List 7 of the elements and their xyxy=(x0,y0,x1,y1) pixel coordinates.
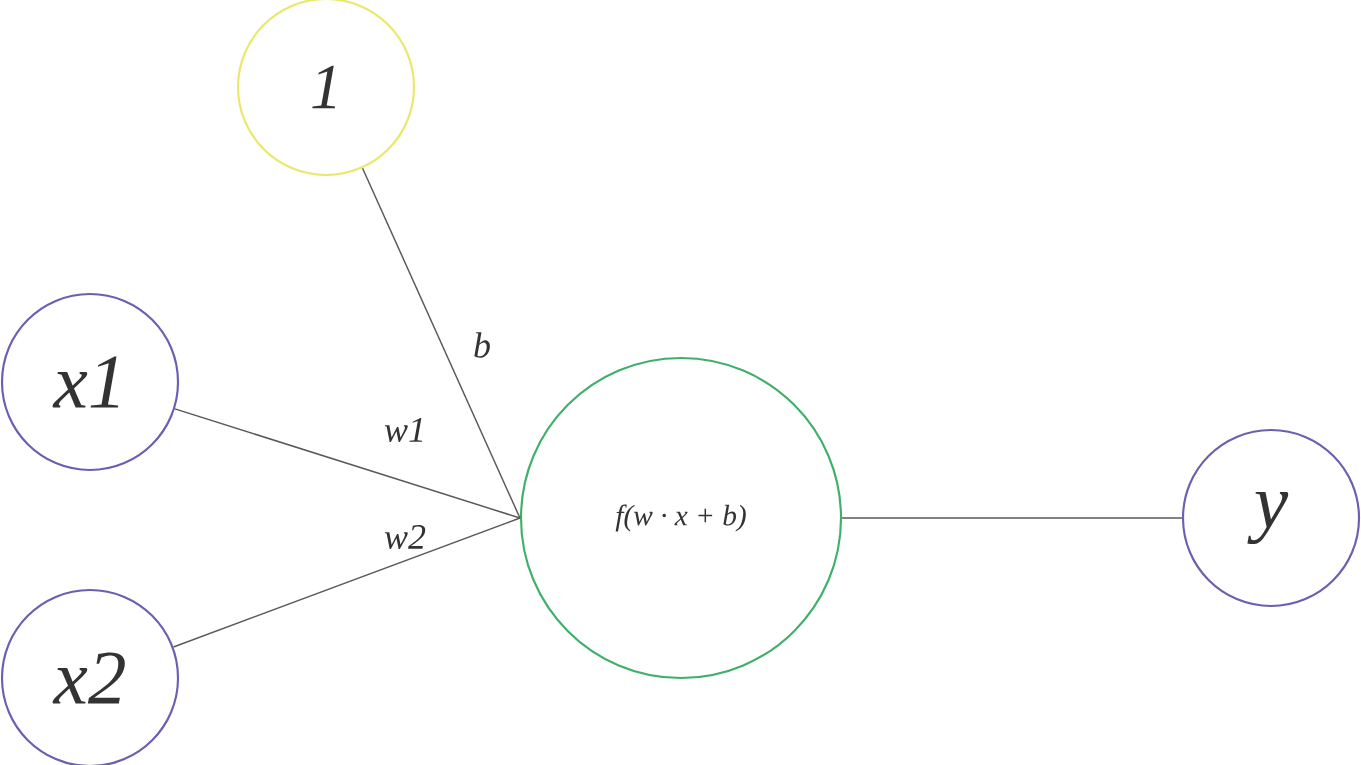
edge-label: b xyxy=(471,331,493,359)
edge-label: w2 xyxy=(382,523,428,551)
connector-line xyxy=(841,517,1183,519)
connector-line xyxy=(172,517,521,648)
edge-label: w1 xyxy=(382,416,428,444)
connector-line xyxy=(174,408,521,519)
connector-line xyxy=(361,167,521,519)
